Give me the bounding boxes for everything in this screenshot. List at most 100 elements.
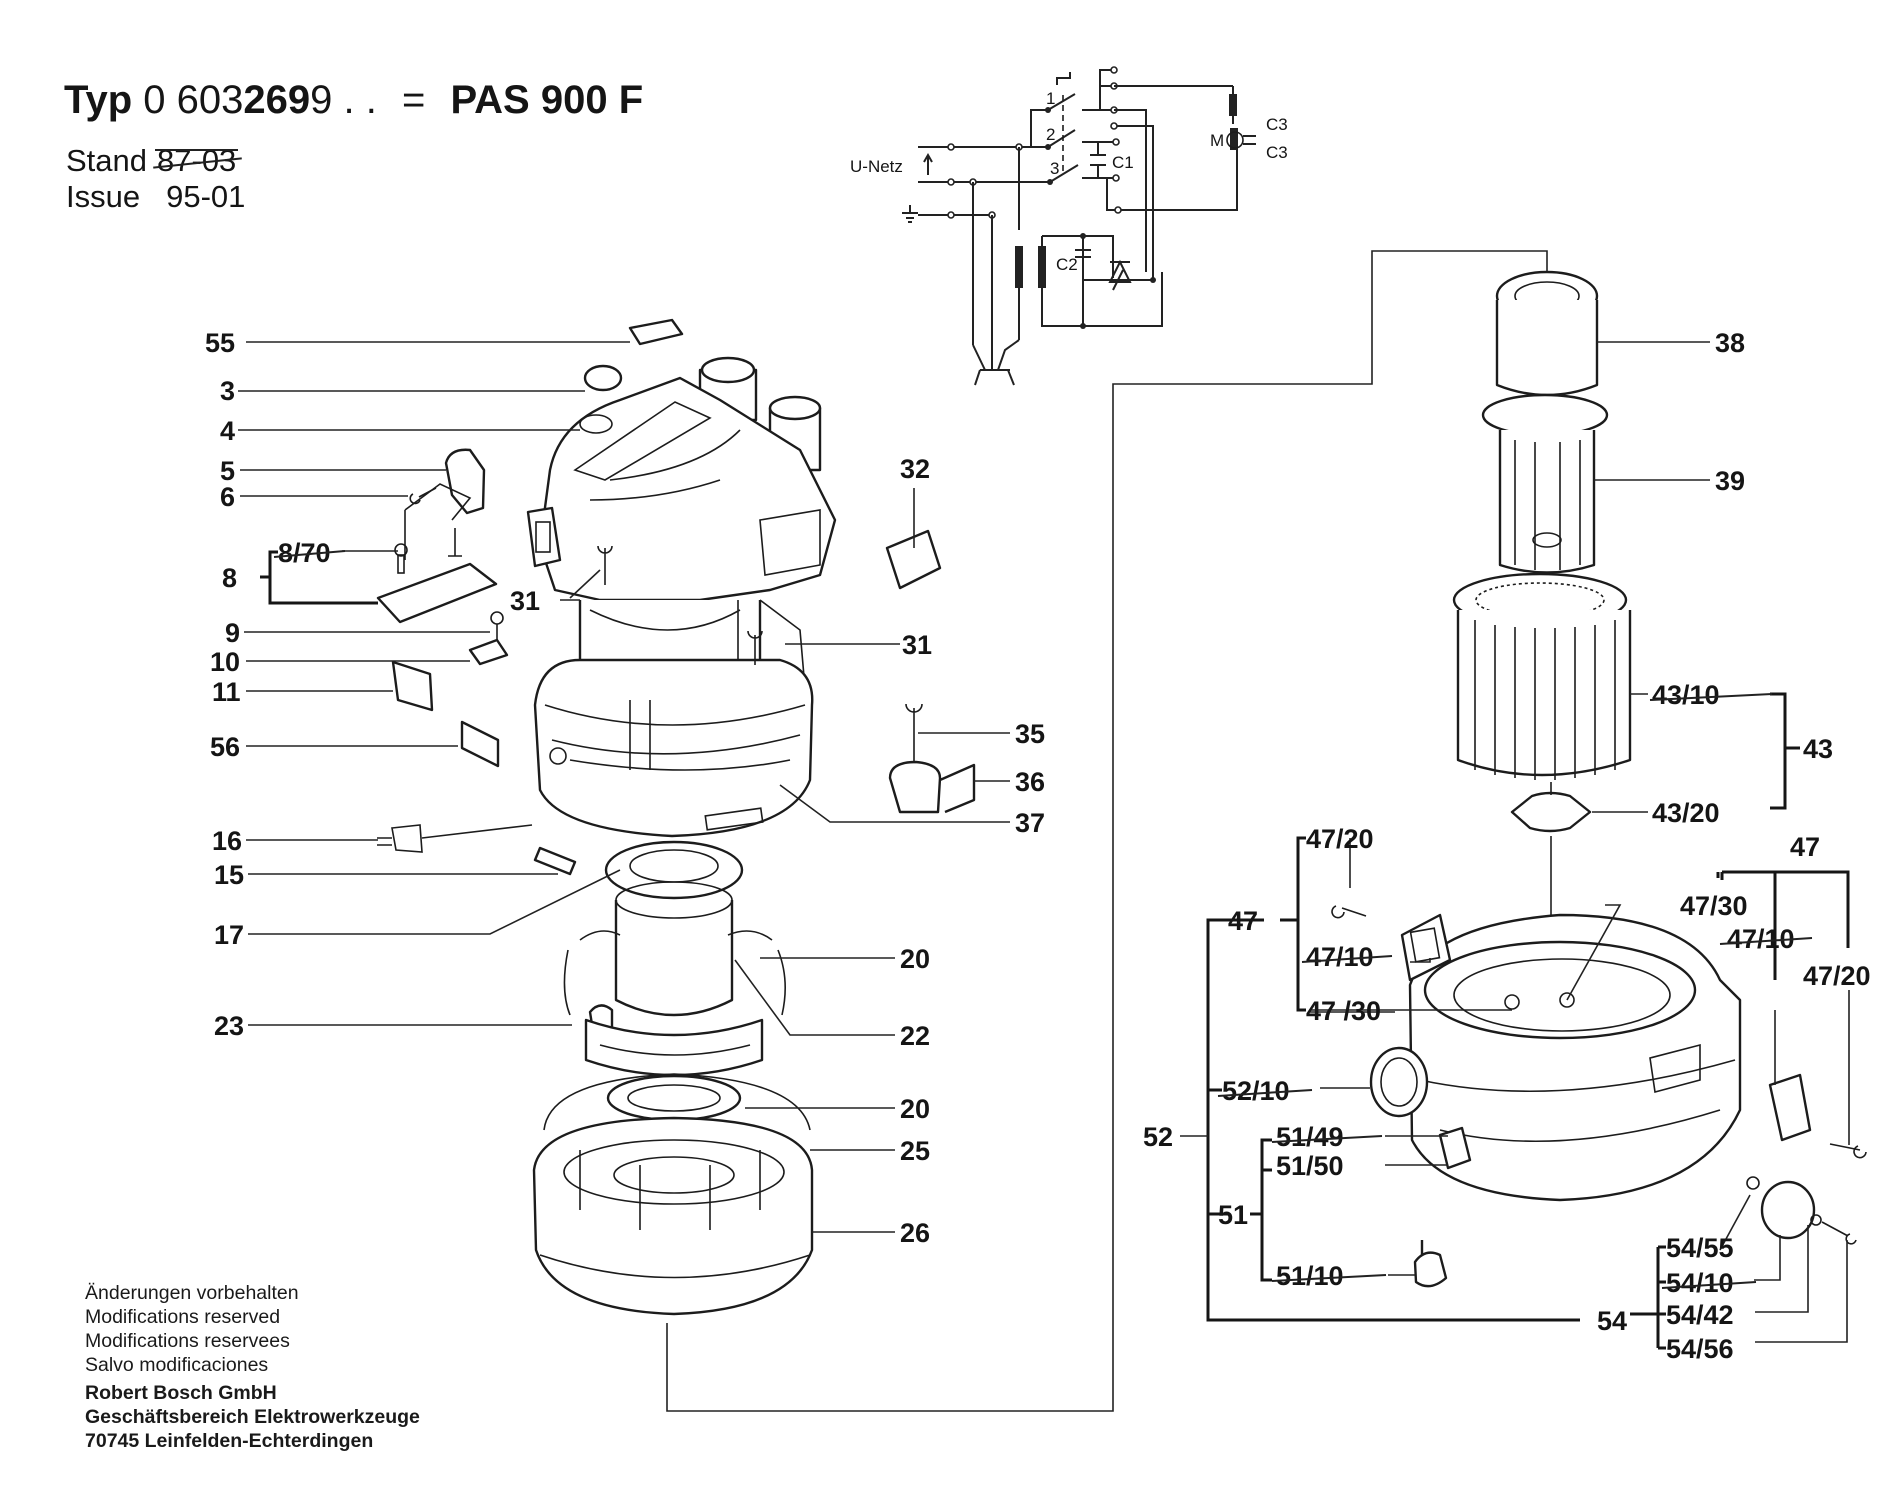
part-label-43-20[interactable]: 43/20 (1652, 798, 1720, 828)
part-label-35[interactable]: 35 (1015, 719, 1045, 749)
part-label-47-30-right[interactable]: 47/30 (1680, 891, 1748, 921)
part-label-37[interactable]: 37 (1015, 808, 1045, 838)
type-number-prefix: 0 603 (143, 78, 244, 122)
part-label-51-49[interactable]: 51/49 (1276, 1122, 1344, 1152)
part-label-39[interactable]: 39 (1715, 466, 1745, 496)
strikethrough-51-49 (1271, 1135, 1383, 1143)
part-label-51-10[interactable]: 51/10 (1276, 1261, 1344, 1291)
part-label-54[interactable]: 54 (1597, 1306, 1627, 1336)
part-label-43[interactable]: 43 (1803, 734, 1833, 764)
base-26-icon (532, 1116, 814, 1316)
wiring-schematic: U-Netz 1 2 3 C1 M C3 C3 (850, 66, 1288, 386)
part-label-47-20-left[interactable]: 47/20 (1306, 824, 1374, 854)
wing-nut-43-20-icon (1510, 791, 1592, 833)
part-label-20-lower[interactable]: 20 (900, 1094, 930, 1124)
small-parts-left (376, 318, 976, 876)
part-label-47-right[interactable]: 47 (1790, 832, 1820, 862)
company-name: Robert Bosch GmbH (85, 1382, 277, 1404)
part-label-20-upper[interactable]: 20 (900, 944, 930, 974)
part-label-38[interactable]: 38 (1715, 328, 1745, 358)
part-label-3[interactable]: 3 (220, 376, 235, 406)
strikethrough-47-10-right (1719, 937, 1813, 945)
part-label-9[interactable]: 9 (225, 618, 240, 648)
capacitor-c2-label: C2 (1056, 255, 1078, 274)
part-label-26[interactable]: 26 (900, 1218, 930, 1248)
part-label-52-10[interactable]: 52/10 (1222, 1076, 1290, 1106)
part-label-54-56[interactable]: 54/56 (1666, 1334, 1734, 1364)
part-label-16[interactable]: 16 (212, 826, 242, 856)
part-label-36[interactable]: 36 (1015, 767, 1045, 797)
part-label-31-lower[interactable]: 31 (902, 630, 932, 660)
issue-value: 95-01 (166, 179, 246, 214)
switch-knob-5-icon (444, 448, 486, 515)
part-label-5[interactable]: 5 (220, 456, 235, 486)
part-label-55[interactable]: 55 (205, 328, 235, 358)
part-label-31-upper[interactable]: 31 (510, 586, 540, 616)
part-label-51[interactable]: 51 (1218, 1200, 1248, 1230)
part-label-10[interactable]: 10 (210, 647, 240, 677)
leader-5-bracket (404, 483, 472, 560)
washer-54-42-icon (1810, 1214, 1822, 1226)
part-label-47-20-right[interactable]: 47/20 (1803, 961, 1871, 991)
part-label-54-42[interactable]: 54/42 (1666, 1300, 1734, 1330)
part-label-47-30-left[interactable]: 47 /30 (1306, 996, 1381, 1026)
capacitor-c3b-label: C3 (1266, 143, 1288, 162)
part-labels: 55 3 4 5 6 8/70 8 9 10 11 56 16 15 17 23… (205, 328, 1871, 1364)
part-label-11[interactable]: 11 (212, 677, 241, 707)
filter-assembly-illustration (1452, 270, 1632, 1006)
part-label-8[interactable]: 8 (222, 563, 237, 593)
notice-line-de: Änderungen vorbehalten (85, 1282, 299, 1304)
nut-51-icon (1438, 1126, 1472, 1170)
strikethrough-51-10 (1271, 1274, 1387, 1282)
company-division: Geschäftsbereich Elektrowerkzeuge (85, 1406, 420, 1428)
impeller-22-icon (584, 1018, 764, 1077)
assembly-connector-line (666, 250, 1548, 1412)
brush-15-icon (533, 846, 577, 876)
bracket-36-icon (888, 760, 976, 814)
document-title: Typ 0 6032699 . . = PAS 900 F (64, 78, 643, 123)
company-address: 70745 Leinfelden-Echterdingen (85, 1430, 374, 1452)
screw-31a-icon (597, 545, 613, 585)
stand-label: Stand (66, 143, 148, 178)
part-label-52[interactable]: 52 (1143, 1122, 1173, 1152)
wheel-54-10-icon (1760, 1180, 1816, 1240)
caster-51-10-icon (1413, 1240, 1448, 1288)
screw-47-20-right-icon (1829, 1143, 1867, 1159)
part-label-23[interactable]: 23 (214, 1011, 244, 1041)
knob-3-icon (583, 364, 623, 392)
mains-voltage-label: U-Netz (850, 157, 903, 176)
type-number-bold: 269 (243, 78, 311, 122)
part-label-25[interactable]: 25 (900, 1136, 930, 1166)
capacitor-c1-label: C1 (1112, 153, 1134, 172)
motor-column-illustration (532, 840, 814, 1316)
part-label-22[interactable]: 22 (900, 1021, 930, 1051)
issue-label: Issue (66, 179, 141, 214)
part-label-17[interactable]: 17 (214, 920, 244, 950)
notice-line-es: Salvo modificaciones (85, 1354, 269, 1376)
strikethrough-8-70 (273, 550, 346, 558)
motor-label: M (1210, 131, 1224, 150)
part-label-56[interactable]: 56 (210, 732, 240, 762)
screw-31b-icon (747, 630, 763, 665)
screw-47-20-left-icon (1331, 905, 1367, 919)
part-label-15[interactable]: 15 (214, 860, 244, 890)
part-label-54-10[interactable]: 54/10 (1666, 1268, 1734, 1298)
screw-54-56-icon (1821, 1221, 1857, 1245)
typ-label: Typ (64, 78, 133, 122)
strikethrough-47-10-left (1301, 955, 1393, 963)
model-name: PAS 900 F (450, 78, 644, 122)
part-label-47-left[interactable]: 47 (1228, 906, 1258, 936)
part-label-54-55[interactable]: 54/55 (1666, 1233, 1734, 1263)
washer-54-55-icon (1746, 1176, 1760, 1190)
part-label-6[interactable]: 6 (220, 482, 235, 512)
hose-inlet-52-10-icon (1369, 1046, 1429, 1118)
switch-contact-1: 1 (1046, 89, 1055, 108)
part-label-43-10[interactable]: 43/10 (1652, 680, 1720, 710)
part-label-51-50[interactable]: 51/50 (1276, 1151, 1344, 1181)
part-label-4[interactable]: 4 (220, 416, 235, 446)
strikethrough-43-10 (1649, 693, 1773, 701)
label-56-icon (460, 720, 500, 768)
part-label-32[interactable]: 32 (900, 454, 930, 484)
